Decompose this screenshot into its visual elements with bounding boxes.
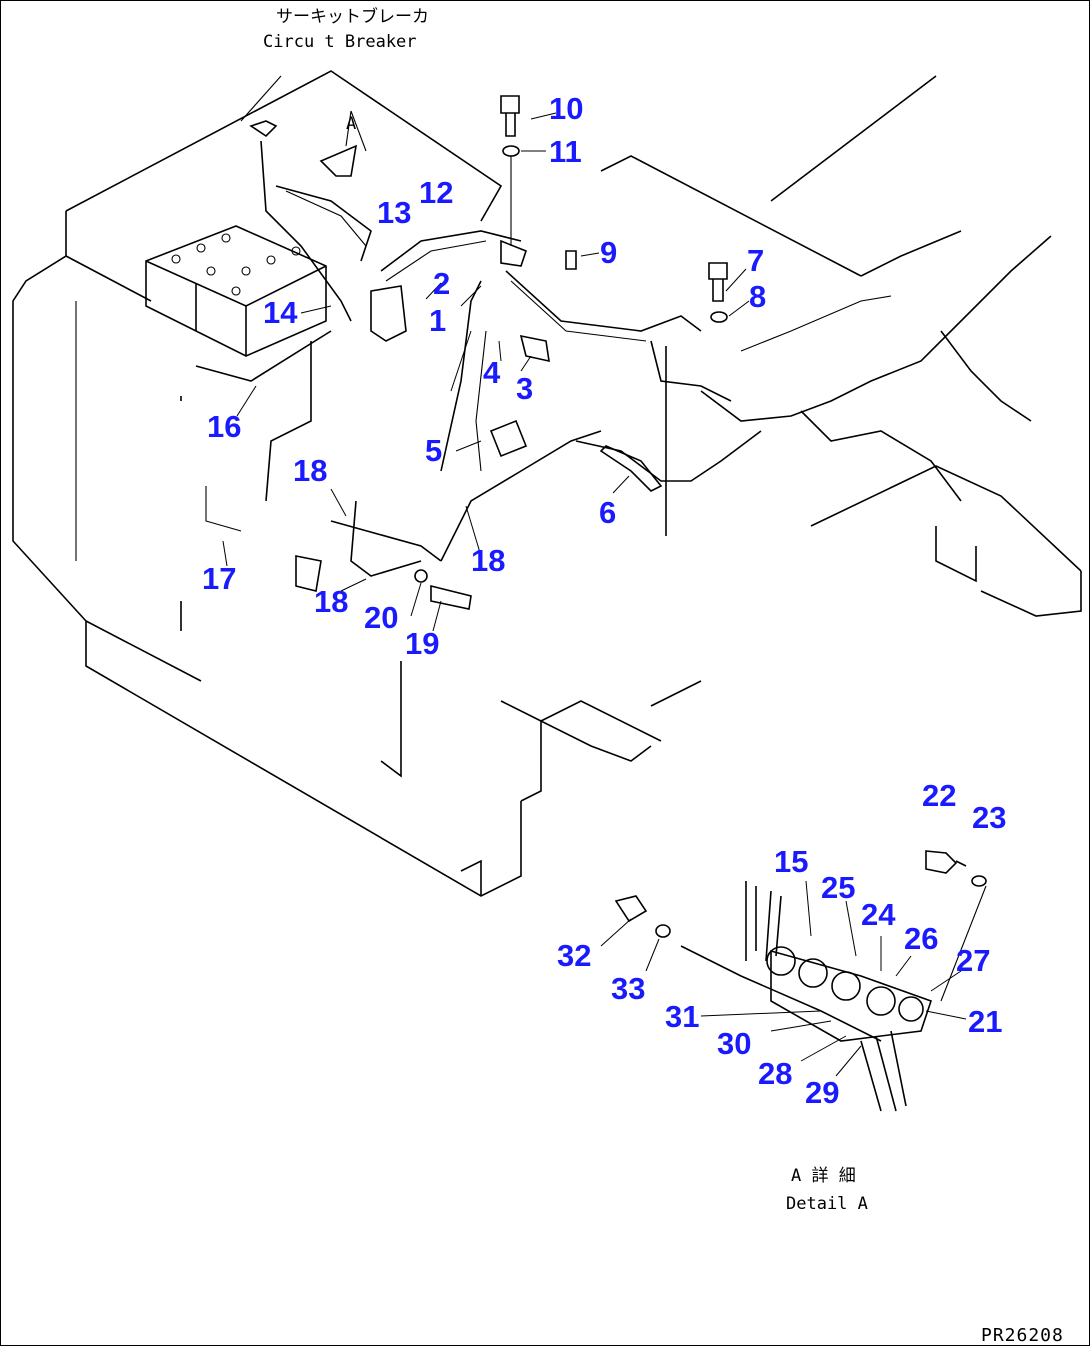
- part-label-10: 10: [549, 91, 583, 126]
- part-label-20: 20: [364, 600, 398, 635]
- part-label-31: 31: [665, 999, 699, 1034]
- drawing-code: PR26208: [981, 1325, 1064, 1346]
- part-callouts: 1 2 3 4 5 6 7 8 9 10 11 12 13 14 15 16 1…: [202, 91, 1006, 1110]
- leader-lines: [222, 112, 967, 1077]
- part-label-22: 22: [922, 778, 956, 813]
- circuit-breaker-label-en: Circu t Breaker: [263, 32, 417, 52]
- part-label-9: 9: [600, 235, 617, 270]
- detail-a-drawing: [614, 850, 987, 1112]
- part-label-4: 4: [483, 355, 501, 390]
- detail-a-label-jp: A 詳 細: [791, 1166, 856, 1186]
- part-label-27: 27: [956, 943, 990, 978]
- part-label-32: 32: [557, 938, 591, 973]
- harness-wiring: [195, 75, 1052, 610]
- part-label-14: 14: [263, 295, 298, 330]
- part-label-3: 3: [516, 371, 533, 406]
- part-label-23: 23: [972, 800, 1006, 835]
- detail-a-label-en: Detail A: [786, 1194, 868, 1214]
- machine-body-outline: [12, 70, 1082, 897]
- part-label-16: 16: [207, 409, 241, 444]
- part-label-30: 30: [717, 1026, 751, 1061]
- part-label-18c: 18: [314, 584, 348, 619]
- part-label-7: 7: [747, 243, 764, 278]
- part-label-11: 11: [549, 134, 582, 169]
- part-label-5: 5: [425, 433, 442, 468]
- part-label-8: 8: [749, 279, 766, 314]
- part-label-24: 24: [861, 897, 896, 932]
- part-label-19: 19: [405, 626, 439, 661]
- circuit-breaker-label-jp: サーキットブレーカ: [276, 6, 429, 27]
- part-label-18b: 18: [471, 543, 505, 578]
- part-label-2: 2: [433, 266, 450, 301]
- part-label-13: 13: [377, 195, 411, 230]
- part-label-12: 12: [419, 175, 453, 210]
- part-label-15: 15: [774, 844, 808, 879]
- part-label-28: 28: [758, 1056, 792, 1091]
- part-label-26: 26: [904, 921, 938, 956]
- part-label-6: 6: [599, 495, 616, 530]
- part-label-33: 33: [611, 971, 645, 1006]
- view-arrow-label: A: [346, 114, 356, 134]
- part-label-21: 21: [968, 1004, 1002, 1039]
- part-label-29: 29: [805, 1075, 839, 1110]
- part-label-18a: 18: [293, 453, 327, 488]
- part-label-1: 1: [429, 303, 446, 338]
- part-label-25: 25: [821, 870, 855, 905]
- part-label-17: 17: [202, 561, 236, 596]
